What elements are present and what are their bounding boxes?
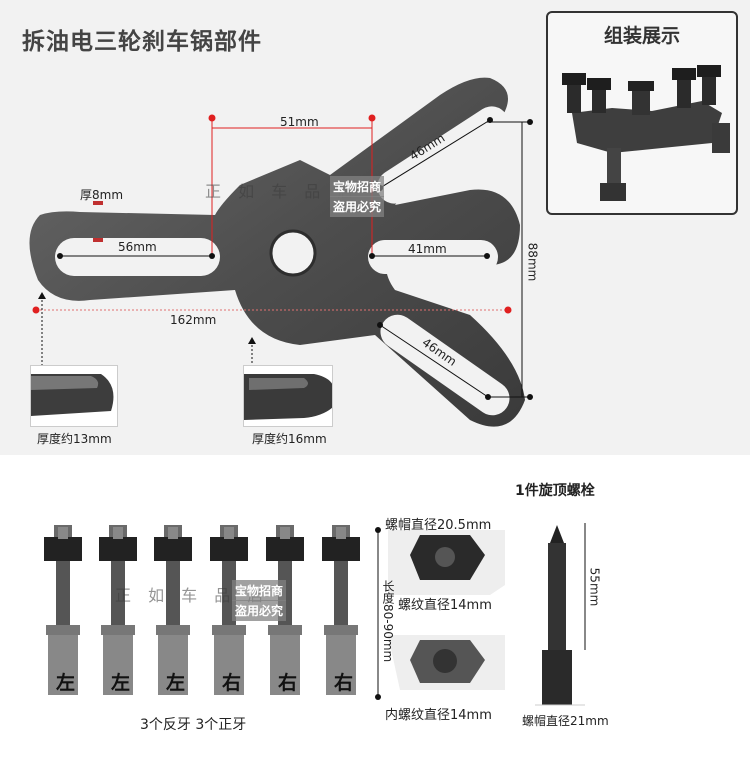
bolt-label-4: 右: [222, 672, 242, 694]
bolt-label-2: 左: [111, 672, 131, 694]
top-bolt-length: 55mm: [587, 567, 602, 607]
bolts-caption: 3个反牙 3个正牙: [140, 717, 247, 733]
dim-88: 88mm: [525, 242, 540, 282]
puller-plate-drawing: [29, 77, 533, 427]
assembly-photo: [562, 65, 730, 201]
dim-56: 56mm: [118, 240, 157, 254]
watermark-line1-2: 宝物招商: [232, 580, 287, 601]
watermark-line1: 宝物招商: [330, 176, 385, 197]
bolt-label-5: 右: [278, 672, 298, 694]
watermark-line2-2: 盗用必究: [232, 600, 287, 621]
dim-51: 51mm: [280, 115, 319, 129]
thickness-label-right: 厚度约16mm: [252, 432, 327, 446]
top-bolt-heading: 1件旋顶螺栓: [515, 483, 595, 499]
page-title: 拆油电三轮刹车锅部件: [22, 29, 262, 55]
bolt-label-1: 左: [56, 672, 76, 694]
dim-41: 41mm: [408, 242, 447, 256]
dim-162: 162mm: [170, 313, 217, 327]
plate-thickness: 厚8mm: [80, 188, 124, 202]
thickness-thumb-left: [30, 365, 118, 427]
inner-thread-label: 内螺纹直径14mm: [385, 708, 492, 723]
bolts-illustration: [44, 523, 586, 706]
cap-diameter-label: 螺帽直径20.5mm: [385, 518, 492, 533]
thickness-label-left: 厚度约13mm: [37, 432, 112, 446]
bolt-length-label: 长度80-90mm: [381, 580, 395, 663]
bolt-label-3: 左: [166, 672, 186, 694]
top-bolt-cap-diameter: 螺帽直径21mm: [522, 714, 609, 728]
watermark-line2: 盗用必究: [330, 196, 385, 217]
thread-diameter-label: 螺纹直径14mm: [398, 598, 492, 613]
watermark-shop: 正 如 车 品 店: [205, 182, 360, 201]
assembly-title: 组装展示: [603, 25, 680, 47]
watermark-shop-2: 正 如 车 品 店: [115, 586, 270, 605]
thickness-thumb-right: [243, 365, 333, 427]
assembly-display: 组装展示: [546, 11, 738, 215]
bolt-label-6: 右: [334, 672, 354, 694]
